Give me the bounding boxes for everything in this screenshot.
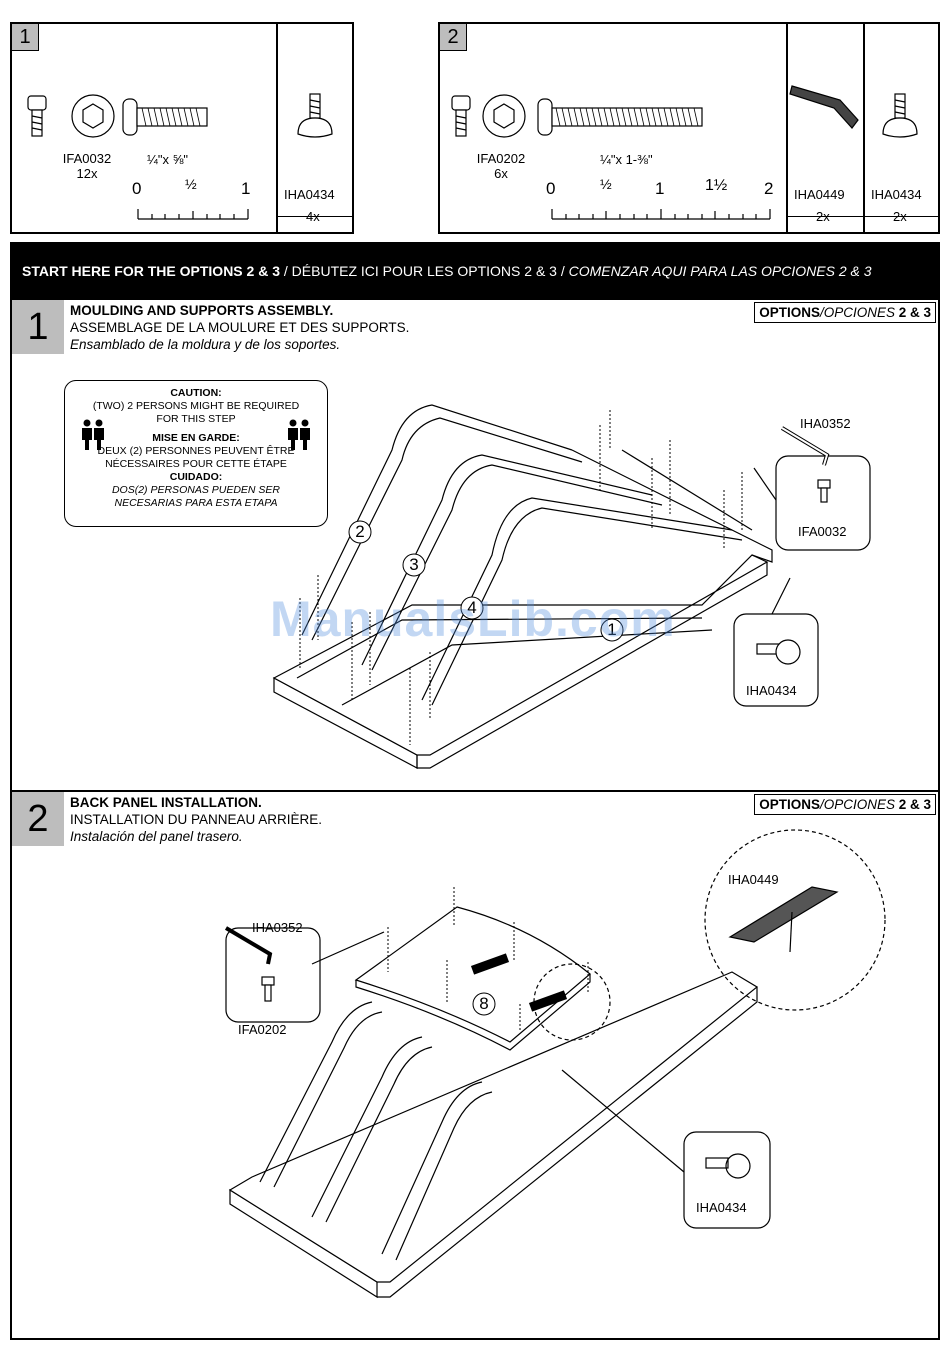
- caution-text: (TWO) 2 PERSONS MIGHT BE REQUIRED: [92, 400, 300, 412]
- strip-code: IHA0449: [794, 187, 845, 202]
- screw-code: IFA0032: [62, 151, 112, 166]
- screw-hardware-drawing: [451, 85, 918, 220]
- caution-heading: CUIDADO:: [169, 471, 223, 483]
- ruler-label: 1: [655, 179, 665, 198]
- caution-text: NECESARIAS PARA ESTA ETAPA: [114, 497, 278, 509]
- step-1-panel: 1 MOULDING AND SUPPORTS ASSEMBLY. ASSEMB…: [10, 298, 940, 792]
- screw-hardware-drawing: [27, 93, 333, 220]
- step-title-english: MOULDING AND SUPPORTS ASSEMBLY.: [70, 303, 334, 318]
- banner-spanish: COMENZAR AQUI PARA LAS OPCIONES 2 & 3: [568, 263, 872, 279]
- panel-label: 8: [479, 994, 489, 1013]
- step-title-spanish: Instalación del panel trasero.: [70, 829, 243, 844]
- options-badge: OPTIONS/OPCIONES 2 & 3: [754, 794, 936, 815]
- knob-code: IHA0434: [696, 1200, 747, 1215]
- ruler-label: ½: [600, 176, 612, 192]
- part-label: 2: [355, 522, 365, 541]
- moulding-assembly-drawing: [272, 404, 871, 769]
- screw-code: IFA0032: [798, 524, 847, 539]
- strip-code: IHA0449: [728, 872, 779, 887]
- screw-size: ¼"x 1-⅜": [600, 152, 653, 167]
- parts-box-1: 1 I: [10, 22, 354, 234]
- caution-text: DOS(2) PERSONAS PUEDEN SER: [111, 484, 281, 496]
- ruler-label: 0: [546, 179, 556, 198]
- screw-code: IFA0202: [476, 151, 526, 166]
- caution-text: NÉCESSAIRES POUR CETTE ÉTAPE: [105, 458, 287, 470]
- ruler-label: 1: [241, 179, 251, 198]
- step-title-french: ASSEMBLAGE DE LA MOULURE ET DES SUPPORTS…: [70, 320, 410, 335]
- screw-code: IFA0202: [238, 1022, 287, 1037]
- start-here-banner: START HERE FOR THE OPTIONS 2 & 3 / DÉBUT…: [10, 242, 940, 300]
- wrench-code: IHA0352: [800, 416, 851, 431]
- parts-box-index: 2: [440, 24, 467, 51]
- step-title-spanish: Ensamblado de la moldura y de los soport…: [70, 337, 341, 352]
- screw-quantity: 6x: [494, 166, 508, 181]
- caution-text: FOR THIS STEP: [156, 413, 236, 425]
- parts-box-2: 2: [438, 22, 940, 234]
- step-number: 1: [12, 300, 64, 354]
- knob-code: IHA0434: [284, 187, 335, 202]
- step-title-french: INSTALLATION DU PANNEAU ARRIÈRE.: [70, 812, 323, 827]
- parts-box-index: 1: [12, 24, 39, 51]
- screw-quantity: 12x: [76, 166, 98, 181]
- ruler-label: 2: [764, 179, 774, 198]
- watermark: ManualsLib.com: [270, 591, 676, 647]
- knob-code: IHA0434: [746, 683, 797, 698]
- back-panel-drawing: [224, 829, 886, 1299]
- ruler-label: ½: [185, 176, 197, 192]
- ruler-label: 1½: [705, 177, 728, 194]
- part-label: 3: [409, 555, 419, 574]
- caution-heading: MISE EN GARDE:: [152, 432, 240, 444]
- step-title-english: BACK PANEL INSTALLATION.: [70, 795, 262, 810]
- ruler-label: 0: [132, 179, 142, 198]
- banner-french: / DÉBUTEZ ICI POUR LES OPTIONS 2 & 3 /: [280, 263, 569, 279]
- banner-english: START HERE FOR THE OPTIONS 2 & 3: [22, 263, 280, 279]
- caution-box: CAUTION: (TWO) 2 PERSONS MIGHT BE REQUIR…: [64, 380, 328, 527]
- wrench-code: IHA0352: [252, 920, 303, 935]
- caution-text: DEUX (2) PERSONNES PEUVENT ÊTRE: [97, 445, 295, 457]
- part-label: 1: [607, 620, 617, 639]
- velcro-strip-icon: [789, 85, 859, 129]
- knob-code: IHA0434: [871, 187, 922, 202]
- step-number: 2: [12, 792, 64, 846]
- options-badge: OPTIONS/OPCIONES 2 & 3: [754, 302, 936, 323]
- screw-size: ¼"x ⅝": [147, 152, 189, 167]
- part-label: 4: [467, 598, 477, 617]
- caution-heading: CAUTION:: [170, 387, 222, 399]
- step-2-panel: 2 BACK PANEL INSTALLATION. INSTALLATION …: [10, 790, 940, 1340]
